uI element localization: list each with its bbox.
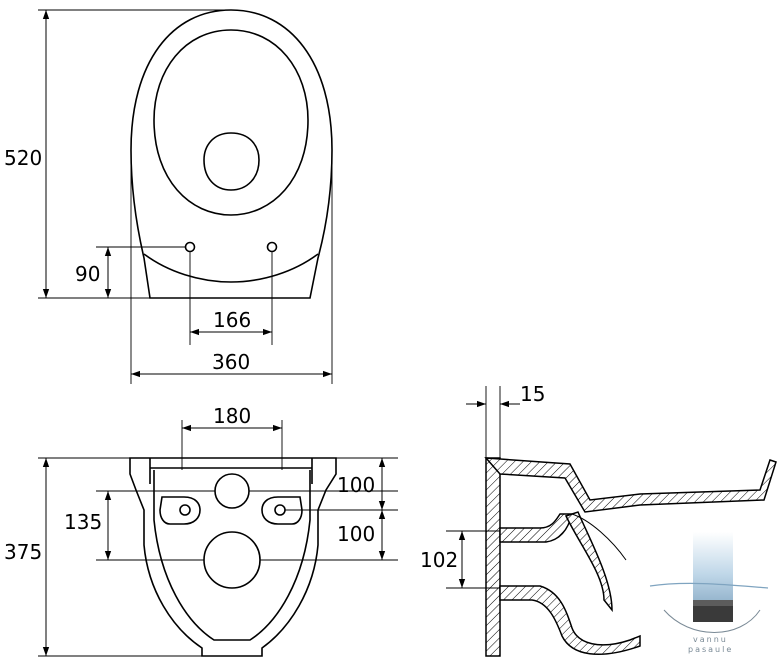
inner-bowl [153,29,309,216]
rear-view: 180 100 100 135 375 [4,404,398,657]
trap-section [499,585,641,656]
logo-line2: pasaule [688,645,733,654]
rear-flange [149,458,313,484]
slot-right [261,496,303,525]
dim-outlet-height: 102 [420,548,458,572]
rim-section [484,457,777,513]
drain-hole [203,132,260,191]
bowl-contour [571,513,627,561]
side-section-view: 15 102 [420,382,777,657]
dim-length: 520 [4,146,42,170]
dim-top-spacing: 180 [213,404,251,428]
slot-left [159,496,201,525]
inlet-section [499,513,573,543]
dim-mount-height: 90 [75,262,100,286]
dim-lower-offset: 100 [337,522,375,546]
rear-outline [129,457,337,657]
rear-bolt-left [179,504,191,516]
rear-inner-wall [153,470,311,641]
bowl-wall-section [564,511,613,613]
vannu-pasaule-logo: vannu pasaule [649,532,769,654]
dim-wall-thickness: 15 [520,382,545,406]
bolt-hole-right [266,241,278,253]
dim-width: 360 [212,350,250,374]
rear-curve [143,253,319,283]
bowl-outline [130,9,333,299]
rear-wall-section [485,457,501,657]
dim-bolt-spacing: 166 [213,308,251,332]
dim-upper-offset: 100 [337,473,375,497]
dim-hole-height: 135 [64,510,102,534]
bolt-hole-left [184,241,196,253]
drain-outlet-hole [203,531,261,589]
top-view: 520 90 166 360 [4,9,333,384]
dim-height: 375 [4,540,42,564]
logo-line1: vannu [693,635,728,644]
water-inlet-hole [214,473,250,509]
rear-bolt-right [274,504,286,516]
